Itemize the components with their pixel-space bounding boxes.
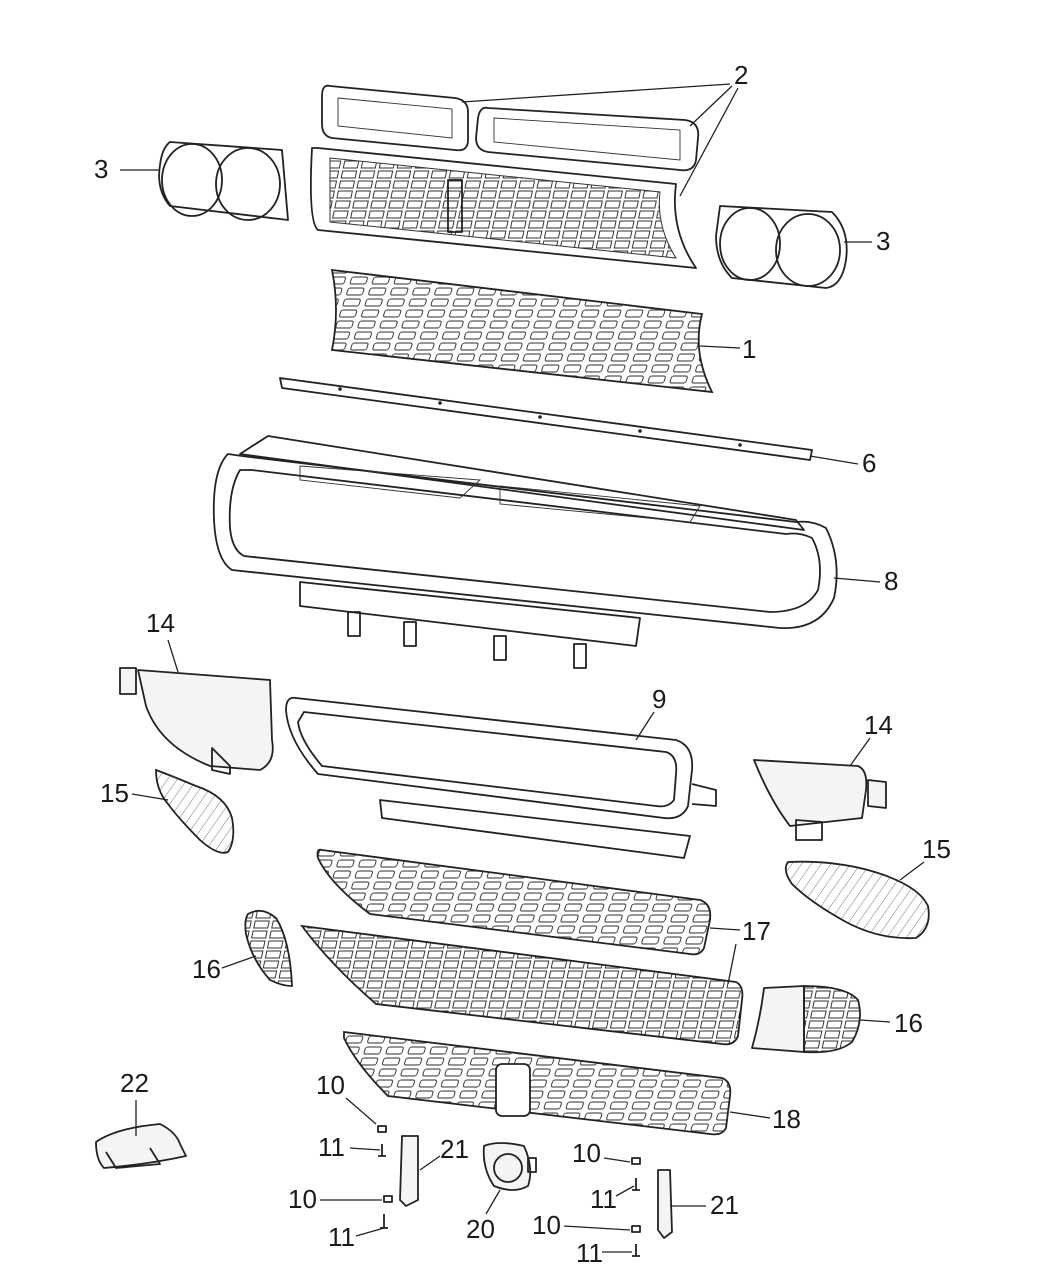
callout-labels: 2 3 3 1 6 8 9 14 14 15 15 17 16 16 18 22… [94,60,951,1268]
callout-11-d: 11 [576,1238,603,1268]
leader-lines [120,83,925,1253]
callout-11-c: 11 [590,1184,617,1214]
callout-20: 20 [466,1214,495,1244]
lower-grille-panel [300,924,744,1046]
callout-10-d: 10 [532,1210,561,1240]
callout-9: 9 [652,684,666,714]
part-21-mounting-bracket-left [399,1135,419,1207]
part-22-bracket-plate [95,1123,187,1169]
part-14-air-duct-bracket-right [753,759,887,841]
callout-17: 17 [742,916,771,946]
part-14-air-duct-bracket-left [119,667,274,775]
part-2-grille-bezel-right [475,106,700,172]
part-8-fascia-frame [212,435,838,669]
part-9-lower-grille-frame [285,696,717,859]
callout-16-left: 16 [192,954,221,984]
callout-16-right: 16 [894,1008,923,1038]
callout-11-b: 11 [328,1222,355,1252]
upper-grille-assembly [309,147,697,269]
callout-2: 2 [734,60,748,90]
callout-11-a: 11 [318,1132,345,1162]
callout-10-c: 10 [572,1138,601,1168]
part-15-air-deflector-right [784,860,930,940]
part-16-fog-lamp-grille-left [244,909,293,987]
callout-15-right: 15 [922,834,951,864]
part-3-headlamp-bezel-left [158,141,289,221]
part-3-headlamp-bezel-right [715,205,848,289]
callout-10-a: 10 [316,1070,345,1100]
part-6-reinforcement-bar [279,377,813,461]
callout-14-left: 14 [146,608,175,638]
callout-18: 18 [772,1104,801,1134]
part-15-air-deflector-left [155,768,235,854]
callout-1: 1 [742,334,756,364]
part-20-camera-housing [482,1142,537,1191]
callout-3-right: 3 [876,226,890,256]
callout-14-right: 14 [864,710,893,740]
callout-21-right: 21 [710,1190,739,1220]
callout-15-left: 15 [100,778,129,808]
callout-6: 6 [862,448,876,478]
part-11-screws [378,1144,640,1257]
part-1-grille-insert [330,268,714,394]
part-17-lower-grille-mesh [316,848,712,956]
callout-3-left: 3 [94,154,108,184]
callout-10-b: 10 [288,1184,317,1214]
part-18-grille-with-emblem [343,1030,732,1136]
callout-21-left: 21 [440,1134,469,1164]
part-21-mounting-bracket-right [657,1169,673,1239]
part-2-grille-bezel-left [321,84,469,152]
part-16-fog-lamp-grille-right [751,985,861,1054]
part-10-clips [377,1125,641,1233]
callout-8: 8 [884,566,898,596]
callout-22: 22 [120,1068,149,1098]
